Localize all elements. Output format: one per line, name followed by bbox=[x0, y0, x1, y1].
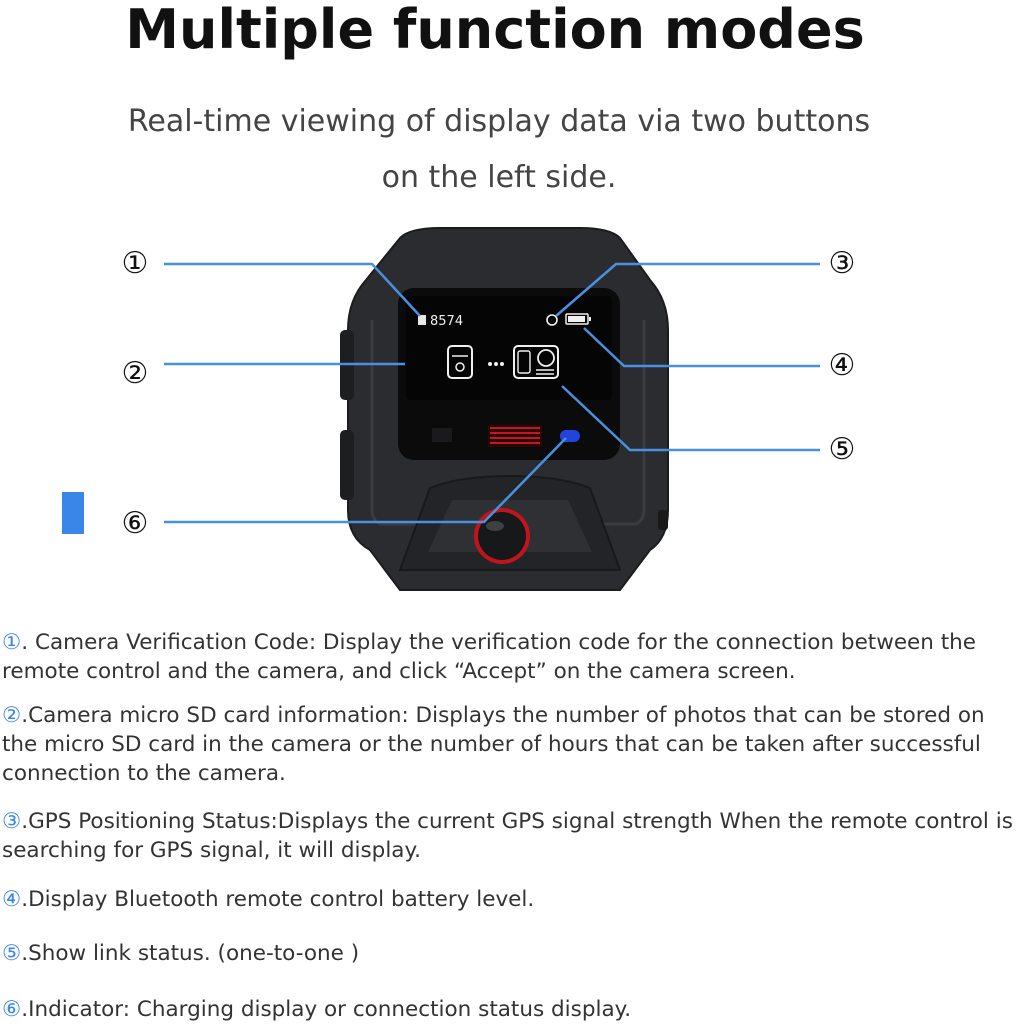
callout-line-1 bbox=[164, 262, 421, 317]
callout-line-5 bbox=[561, 385, 820, 452]
description-number: ④ bbox=[2, 887, 22, 912]
display bbox=[406, 296, 612, 400]
description-text: .Display Bluetooth remote control batter… bbox=[21, 887, 535, 912]
side-button-bottom bbox=[340, 430, 354, 500]
description-text: .GPS Positioning Status:Displays the cur… bbox=[2, 809, 1013, 863]
description-number: ⑤ bbox=[2, 941, 22, 966]
description-text: .Camera micro SD card information: Displ… bbox=[2, 703, 985, 786]
callout-6: ⑥ bbox=[121, 506, 149, 541]
camera-icon bbox=[513, 345, 559, 379]
remote-icon bbox=[447, 345, 473, 379]
description-5: ⑤.Show link status. (one-to-one ) bbox=[2, 939, 1024, 968]
description-number: ② bbox=[2, 703, 22, 728]
description-number: ① bbox=[2, 630, 22, 655]
callout-5: ⑤ bbox=[828, 432, 856, 467]
remote-control-illustration: 8574 bbox=[164, 227, 820, 591]
subtitle-line-2: on the left side. bbox=[381, 160, 617, 195]
callout-line-6 bbox=[164, 437, 567, 524]
callout-line-4 bbox=[583, 327, 820, 368]
lanyard-loop bbox=[658, 510, 668, 530]
description-1: ①. Camera Verification Code: Display the… bbox=[2, 628, 1024, 686]
description-number: ③ bbox=[2, 809, 22, 834]
link-status-icon bbox=[488, 362, 492, 366]
callout-3: ③ bbox=[828, 246, 856, 281]
verification-code: 8574 bbox=[430, 314, 463, 329]
description-number: ⑥ bbox=[2, 997, 22, 1022]
description-4: ④.Display Bluetooth remote control batte… bbox=[2, 885, 1024, 914]
indicator-red-panel bbox=[488, 425, 542, 447]
blue-marker bbox=[62, 492, 84, 534]
gps-icon bbox=[546, 314, 558, 326]
description-3: ③.GPS Positioning Status:Displays the cu… bbox=[2, 807, 1024, 865]
callout-4: ④ bbox=[828, 348, 856, 383]
description-text: .Show link status. (one-to-one ) bbox=[21, 941, 360, 966]
page-subtitle: Real-time viewing of display data via tw… bbox=[0, 94, 998, 206]
description-text: .Indicator: Charging display or connecti… bbox=[21, 997, 632, 1022]
description-2: ②.Camera micro SD card information: Disp… bbox=[2, 701, 1024, 788]
description-text: . Camera Verification Code: Display the … bbox=[2, 630, 977, 684]
battery-icon bbox=[565, 313, 589, 325]
lock-icon bbox=[418, 315, 426, 325]
page-title: Multiple function modes bbox=[125, 0, 865, 61]
callout-2: ② bbox=[121, 356, 149, 391]
indicator-dark bbox=[432, 428, 452, 442]
callout-1: ① bbox=[121, 246, 149, 281]
description-6: ⑥.Indicator: Charging display or connect… bbox=[2, 995, 1024, 1024]
subtitle-line-1: Real-time viewing of display data via tw… bbox=[127, 104, 871, 139]
callout-line-3 bbox=[555, 262, 820, 317]
